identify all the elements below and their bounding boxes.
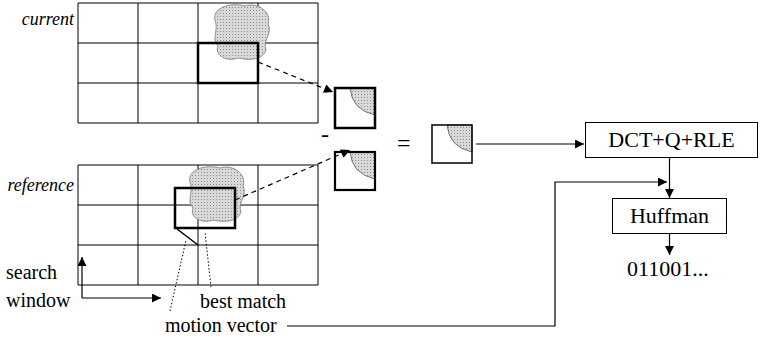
best-match-block <box>175 188 235 228</box>
process-box: DCT+Q+RLE <box>585 122 758 158</box>
dashed-arrow <box>258 62 333 92</box>
flow-arrow <box>476 143 584 144</box>
block-content <box>447 125 472 152</box>
box-text: Huffman <box>630 203 709 228</box>
callout-label: motion vector <box>165 314 277 337</box>
box-text: DCT+Q+RLE <box>608 127 734 152</box>
process-box: Huffman <box>612 198 727 234</box>
motion-vector <box>177 229 198 245</box>
operator-symbol: - <box>321 122 329 146</box>
flow-arrow <box>669 234 670 255</box>
frame-grid <box>78 3 318 123</box>
dashed-arrow <box>235 150 350 200</box>
current-block <box>198 43 258 83</box>
reference-block-copy <box>335 152 375 190</box>
axis-arrow <box>82 297 161 298</box>
leader-line <box>170 240 186 311</box>
leader-line <box>205 232 211 287</box>
frame-label: reference <box>7 175 74 196</box>
frame-grid <box>78 165 318 285</box>
frame-label: current <box>22 9 74 30</box>
flow-arrow <box>669 158 670 198</box>
block-content <box>350 152 375 179</box>
current-block-copy <box>335 88 375 128</box>
operator-symbol: = <box>397 131 411 155</box>
callout-label: best match <box>200 290 286 313</box>
bitstream-label: 011001... <box>627 256 709 281</box>
block-content <box>350 88 375 115</box>
residual-block <box>432 125 472 163</box>
axis-label: search window <box>6 258 78 314</box>
motion-vector-line <box>287 182 667 326</box>
axis-arrow <box>81 257 82 298</box>
object-blob <box>215 5 270 59</box>
